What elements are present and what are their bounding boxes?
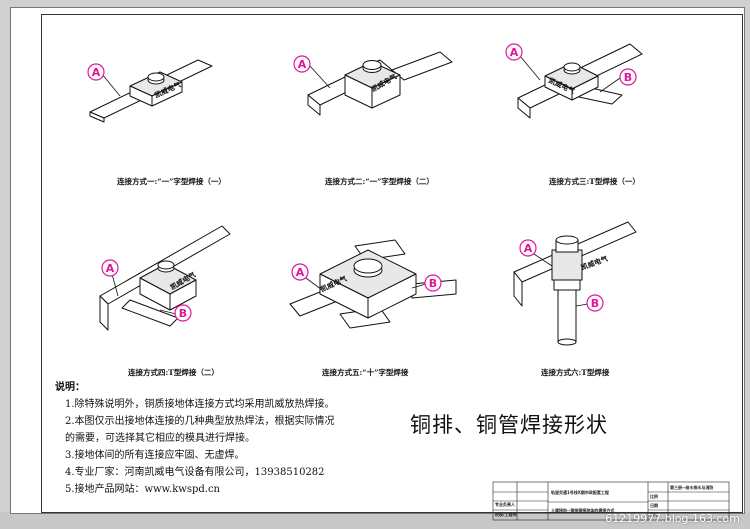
label-a-3-text: A <box>510 46 519 59</box>
tb-right-r2: 日期 <box>650 503 658 508</box>
caption-3: 连接方式三:T型焊接（一） <box>549 177 640 186</box>
label-a-5 <box>291 263 309 281</box>
tb-drawing: 土建接地--铜排铜接地体的焊接方式 <box>551 508 615 513</box>
label-a-1 <box>87 63 105 81</box>
figure-2: 凯威电气 <box>307 51 453 116</box>
label-a-2-text: A <box>298 58 307 71</box>
label-a-2 <box>293 55 311 73</box>
label-b-4 <box>174 304 192 322</box>
caption-5: 连接方式五:“十”字型焊接 <box>322 368 409 377</box>
label-b-6 <box>586 294 604 312</box>
title-block: 专业负责人 校核/工程师 轨道交通1号线X期市政配套工程 土建接地--铜排铜接地… <box>493 482 729 520</box>
tb-right-top: 第三册--给水排水与消防 <box>670 485 714 490</box>
main-title: 铜排、铜管焊接形状 <box>410 413 608 437</box>
label-b-3 <box>619 68 637 86</box>
note-line-2: 2.本图仅示出接地体连接的几种典型放热焊法，根据实际情况 <box>65 416 335 427</box>
caption-1: 连接方式一:“一”字型焊接（一） <box>117 177 226 186</box>
label-b-6-text: B <box>591 297 599 310</box>
watermark: 61219977.blog.163.com <box>605 512 740 525</box>
figure-6: 凯威电气 <box>513 221 637 346</box>
notes: 说明： 1.除特殊说明外，铜质接地体连接方式均采用凯威放热焊接。 2.本图仅示出… <box>55 379 375 498</box>
label-callouts: A A A B A B A B A B <box>87 43 637 322</box>
figure-4: 凯威电气 <box>99 225 231 331</box>
note-line-4: 3.接地体间的所有连接应牢固、无虚焊。 <box>65 450 245 461</box>
bottom-bar <box>0 512 750 529</box>
label-a-4 <box>101 259 119 277</box>
label-b-5-text: B <box>429 277 437 290</box>
note-line-1: 1.除特殊说明外，铜质接地体连接方式均采用凯威放热焊接。 <box>65 399 335 410</box>
title-block-lines <box>492 481 730 521</box>
drawing-frame <box>41 14 743 513</box>
note-line-5: 4.专业厂家：河南凯威电气设备有限公司，13938510282 <box>65 467 325 478</box>
label-b-5 <box>424 274 442 292</box>
label-a-6 <box>519 239 537 257</box>
label-a-6-text: A <box>524 242 533 255</box>
note-line-3: 的需要，可选择其它相应的模具进行焊接。 <box>65 433 255 444</box>
caption-6: 连接方式六:T型焊接 <box>541 368 610 377</box>
figure-5: 凯威电气 <box>289 239 457 329</box>
caption-4: 连接方式四:T型焊接（二） <box>128 368 219 377</box>
label-a-4-text: A <box>106 262 115 275</box>
label-b-3-text: B <box>624 71 632 84</box>
label-a-5-text: A <box>296 266 305 279</box>
label-a-3 <box>505 43 523 61</box>
tb-right-r1: 比例 <box>650 494 658 499</box>
figure-1: 凯威电气 <box>89 59 213 123</box>
label-a-1-text: A <box>92 66 101 79</box>
tb-row1: 专业负责人 <box>495 502 515 507</box>
tb-right-r3: 图号 <box>650 512 658 517</box>
tb-row2: 校核/工程师 <box>495 512 517 517</box>
caption-2: 连接方式二:“一”字型焊接（二） <box>325 177 434 186</box>
figure-3: 凯威电气 <box>517 43 643 119</box>
tb-project: 轨道交通1号线X期市政配套工程 <box>551 490 609 495</box>
note-line-6: 5.接地产品网站：www.kwspd.cn <box>65 484 220 495</box>
notes-heading: 说明： <box>55 382 85 393</box>
stamp-text-6: 凯威电气 <box>580 254 609 272</box>
label-b-4-text: B <box>179 307 187 320</box>
